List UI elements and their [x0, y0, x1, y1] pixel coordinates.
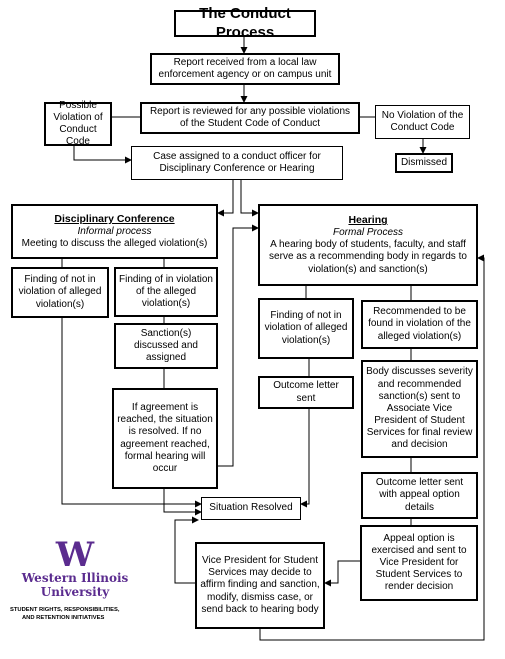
possible-violation-box: Possible Violation of Conduct Code: [44, 100, 112, 147]
hearing-recommended-box: Recommended to be found in violation of …: [361, 300, 478, 349]
sanctions-box: Sanction(s) discussed and assigned: [114, 323, 218, 369]
page-title: The Conduct Process: [174, 5, 316, 41]
university-logo-mark: W: [55, 535, 95, 575]
report-reviewed-box: Report is reviewed for any possible viol…: [140, 102, 360, 134]
hearing-desc: A hearing body of students, faculty, and…: [269, 239, 467, 275]
dc-not-in-violation-box: Finding of not in violation of alleged v…: [11, 267, 109, 318]
disciplinary-conference-box: Disciplinary Conference Informal process…: [11, 204, 218, 259]
office-name: STUDENT RIGHTS, RESPONSIBILITIES, AND RE…: [10, 606, 140, 623]
university-logo: W Western Illinois University STUDENT RI…: [10, 538, 140, 623]
hearing-not-in-violation-box: Finding of not in violation of alleged v…: [258, 298, 354, 359]
outcome-letter-box: Outcome letter sent: [258, 376, 354, 409]
no-violation-box: No Violation of the Conduct Code: [375, 105, 470, 139]
office-name-line1: STUDENT RIGHTS, RESPONSIBILITIES,: [10, 606, 120, 613]
arrow-dc-notviolation-to-resolved: [61, 317, 202, 508]
disciplinary-conference-desc: Meeting to discuss the alleged violation…: [21, 237, 208, 249]
arrow-case-to-conference: [217, 180, 234, 217]
outcome-appeal-box: Outcome letter sent with appeal option d…: [361, 472, 478, 519]
agreement-box: If agreement is reached, the situation i…: [112, 388, 218, 489]
appeal-box: Appeal option is exercised and sent to V…: [360, 525, 478, 601]
hearing-subtitle: Formal Process: [332, 227, 403, 239]
arrow-vp-to-hearing: [259, 254, 485, 641]
body-discusses-box: Body discusses severity and recommended …: [361, 360, 478, 458]
arrow-agreement-to-hearing: [218, 224, 259, 467]
hearing-box: Hearing Formal Process A hearing body of…: [258, 204, 478, 286]
vp-decision-box: Vice President for Student Services may …: [195, 542, 325, 629]
arrow-vp-to-resolved: [174, 516, 199, 584]
report-received-box: Report received from a local law enforce…: [150, 53, 340, 85]
disciplinary-conference-title: Disciplinary Conference: [54, 212, 175, 225]
situation-resolved-box: Situation Resolved: [201, 497, 301, 520]
office-name-line2: AND RETENTION INITIATIVES: [22, 615, 105, 622]
university-name-line1: Western Illinois: [21, 571, 129, 585]
university-name-line2: University: [40, 584, 110, 599]
arrow-case-to-hearing: [240, 180, 259, 217]
dismissed-box: Dismissed: [395, 153, 453, 173]
disciplinary-conference-subtitle: Informal process: [77, 225, 152, 237]
arrow-possible-to-case: [73, 145, 132, 164]
dc-in-violation-box: Finding of in violation of the alleged v…: [114, 267, 218, 317]
case-assigned-box: Case assigned to a conduct officer for D…: [131, 146, 343, 180]
arrow-outcome-to-resolved: [300, 408, 310, 508]
arrow-agreement-to-resolved: [163, 488, 202, 516]
hearing-title: Hearing: [348, 214, 388, 227]
arrow-appeal-to-vp: [324, 560, 360, 587]
